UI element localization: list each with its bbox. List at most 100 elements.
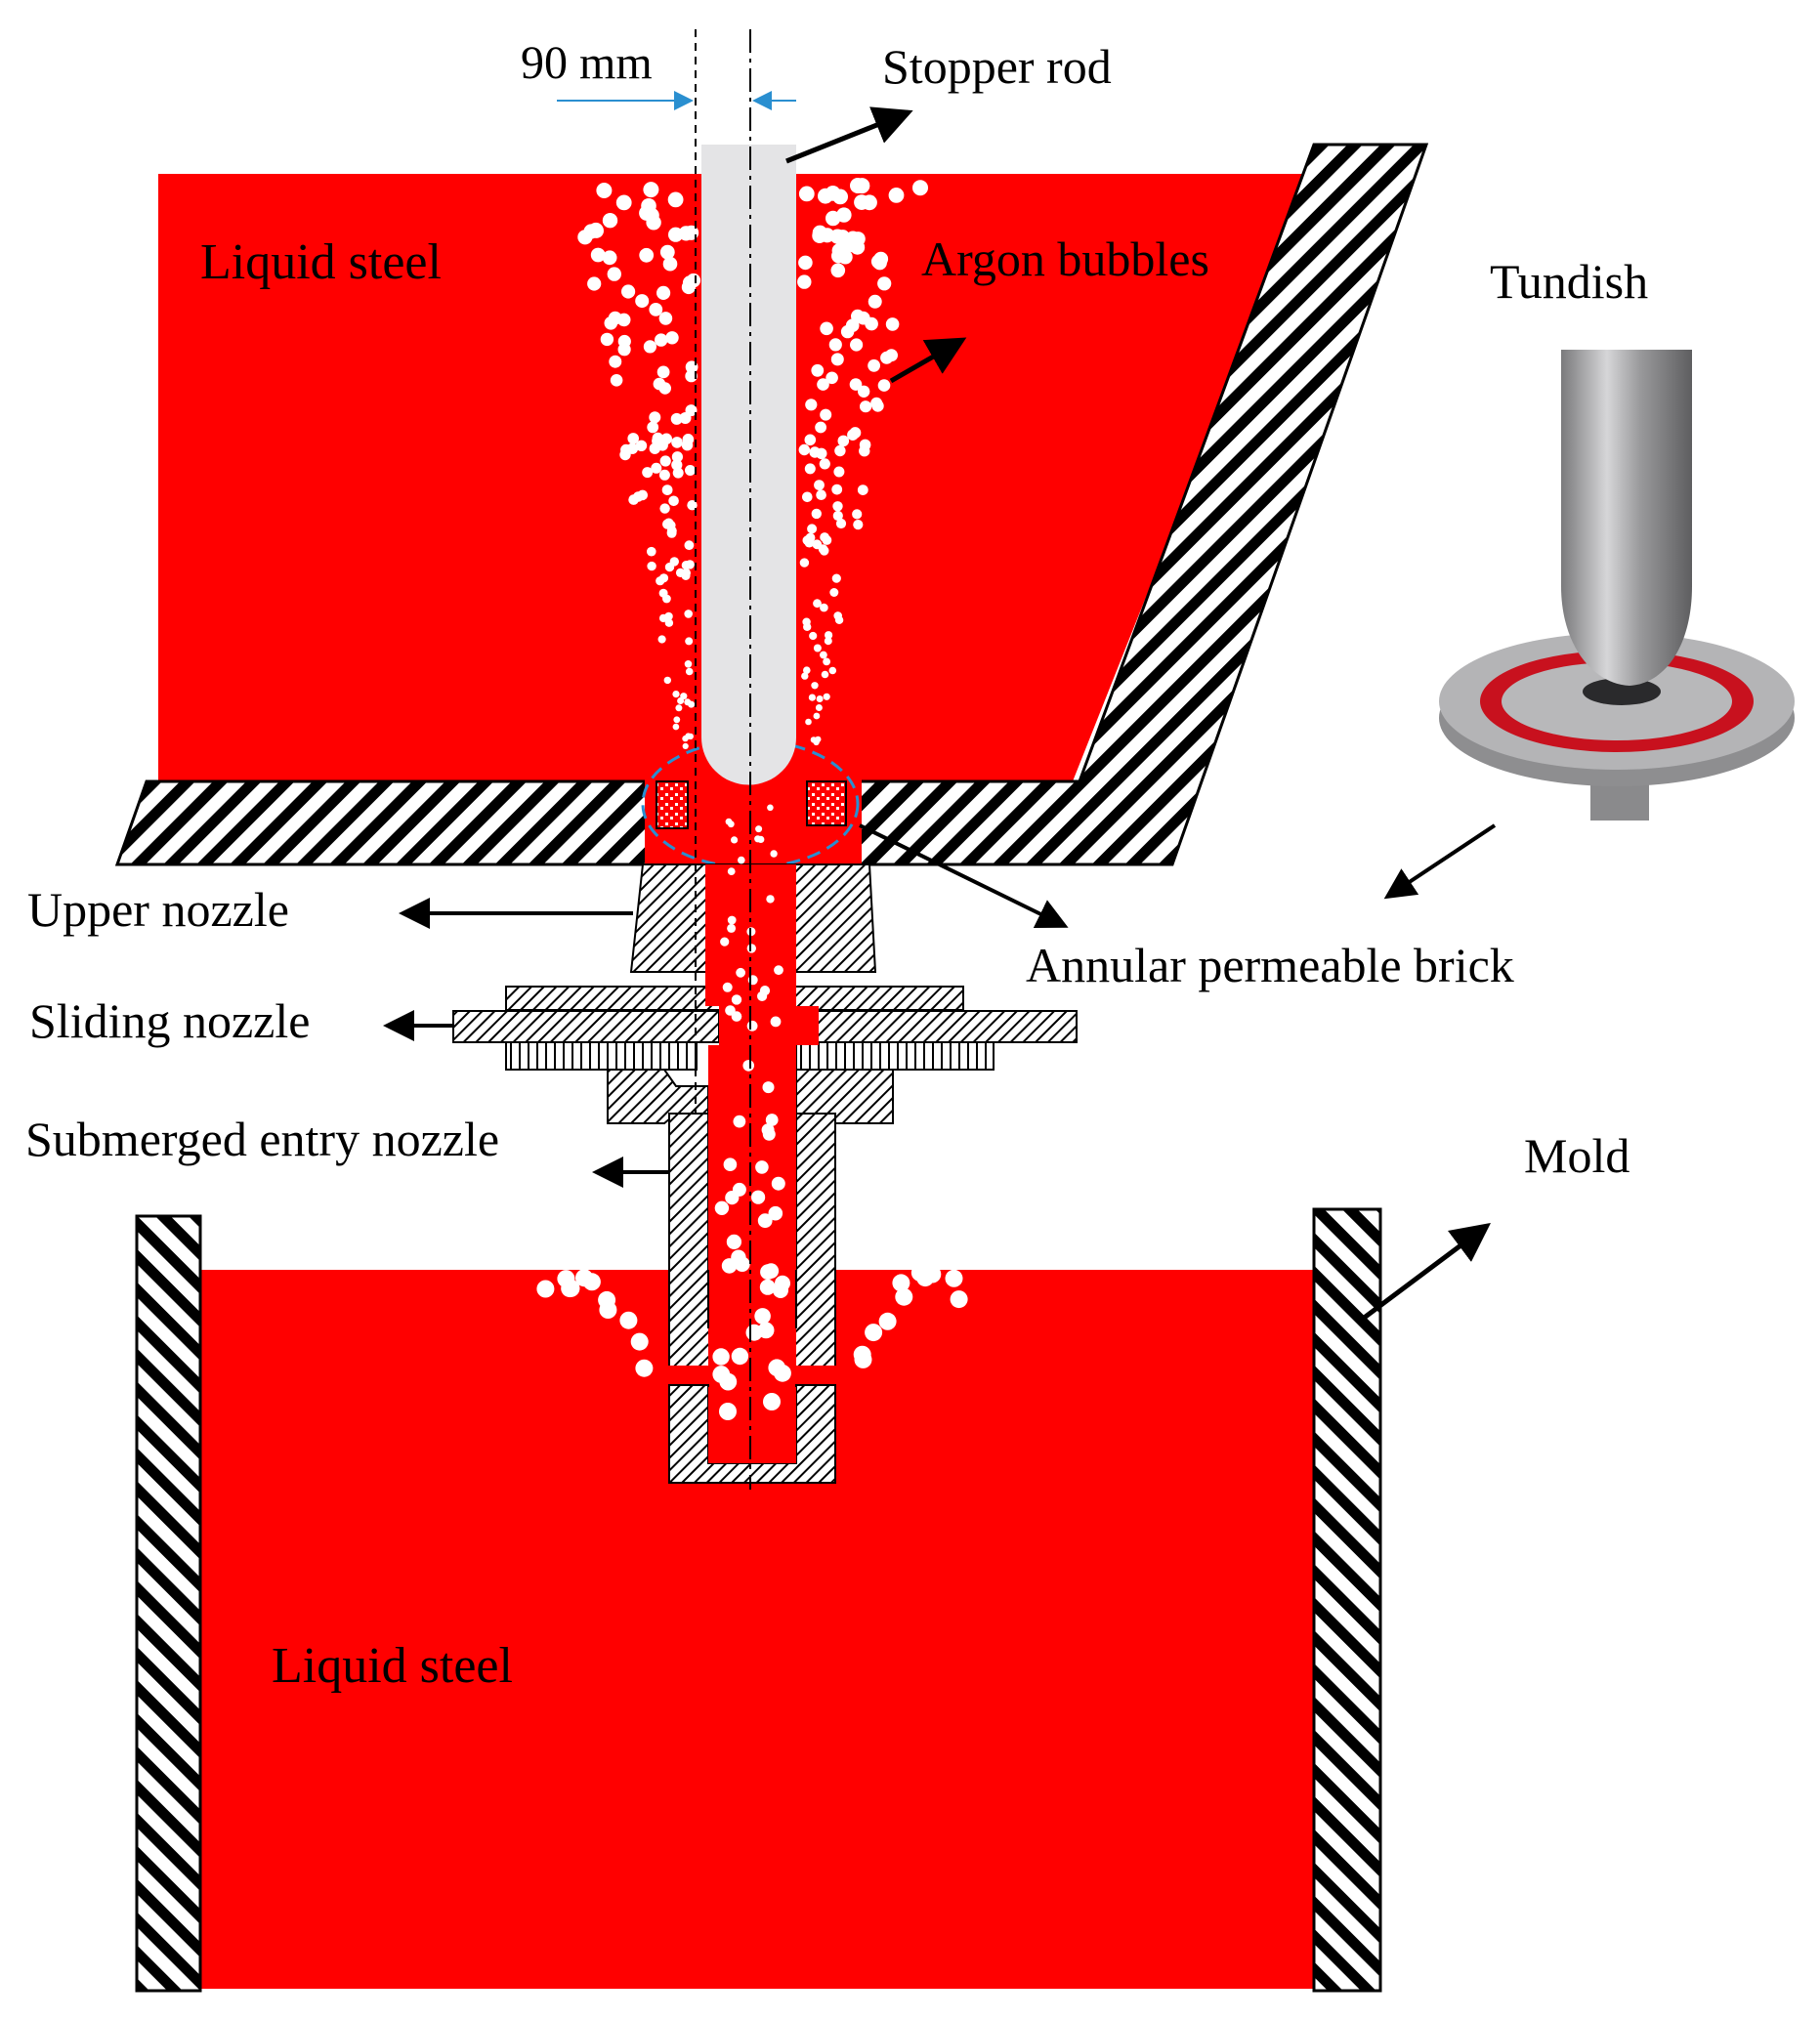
argon-bubble (731, 836, 739, 844)
argon-bubble (830, 353, 844, 366)
argon-bubble (635, 1359, 654, 1377)
sliding-nozzle-plate-lower (505, 1041, 698, 1071)
argon-bubble (850, 178, 866, 193)
argon-bubble (815, 704, 823, 711)
argon-bubble (619, 1311, 638, 1329)
argon-bubble (642, 467, 654, 479)
stopper-rod-body (701, 145, 796, 785)
argon-bubble (816, 447, 827, 459)
argon-bubble (668, 495, 679, 507)
argon-bubble (853, 1345, 871, 1364)
argon-bubble (664, 618, 674, 627)
argon-bubble (639, 247, 655, 263)
argon-bubble (820, 321, 833, 336)
argon-bubble (805, 718, 812, 726)
argon-bubble (675, 704, 683, 712)
argon-bubble (801, 672, 809, 680)
mold-liquid-steel (200, 1270, 1314, 1989)
argon-bubble (813, 712, 821, 720)
argon-bubble (820, 651, 827, 659)
argon-bubble (651, 462, 662, 474)
argon-bubble (656, 365, 670, 379)
argon-bubble (685, 465, 696, 476)
argon-bubble (770, 1016, 782, 1028)
sliding-nozzle-label: Sliding nozzle (29, 993, 310, 1048)
argon-bubble (557, 1270, 575, 1288)
argon-bubble (923, 1265, 942, 1284)
argon-bubble (860, 400, 872, 413)
argon-bubble (757, 835, 765, 844)
argon-bubble (862, 194, 877, 211)
argon-bubble (816, 695, 824, 702)
argon-bubble (822, 535, 832, 545)
argon-bubble (825, 371, 838, 385)
argon-bubble (687, 500, 698, 511)
argon-bubble (658, 312, 673, 325)
argon-bubble (727, 867, 736, 875)
argon-bubble (895, 1287, 913, 1306)
argon-bubble (818, 188, 833, 204)
argon-bubble (719, 1403, 737, 1420)
argon-bubble (662, 256, 678, 272)
argon-bubble (766, 895, 775, 904)
argon-bubble (762, 1081, 775, 1094)
argon-bubble (835, 518, 847, 529)
argon-bubble (577, 230, 593, 245)
argon-bubble (804, 463, 816, 475)
argon-bubble (725, 818, 733, 825)
argon-bubble (819, 546, 829, 556)
argon-bubble (723, 1157, 738, 1171)
argon-bubble (865, 1324, 883, 1342)
argon-bubble (825, 210, 841, 227)
argon-bubble (684, 540, 695, 551)
stopper-rod-arrow (785, 106, 913, 164)
argon-bubble (819, 458, 830, 470)
argon-bubble (837, 435, 850, 447)
argon-bubble (671, 437, 683, 448)
argon-bubble (859, 445, 870, 457)
argon-bubble (849, 378, 863, 391)
argon-bubble (813, 738, 820, 746)
argon-bubble (817, 378, 829, 391)
argon-bubble (868, 294, 882, 309)
argon-bubble (655, 333, 668, 347)
argon-bubble (853, 520, 864, 530)
argon-bubble (824, 637, 832, 646)
argon-bubble (643, 182, 659, 198)
argon-bubble (831, 573, 841, 583)
argon-bubble (823, 657, 830, 666)
argon-bubble (662, 594, 671, 604)
argon-bubble (685, 369, 698, 383)
argon-bubble (677, 697, 685, 704)
argon-bubble (673, 716, 681, 724)
annular-permeable-brick-right (806, 780, 847, 826)
argon-bubble (630, 1332, 649, 1351)
argon-bubble (858, 385, 870, 398)
argon-bubble (656, 285, 671, 300)
argon-bubble (596, 183, 613, 198)
argon-bubble (812, 225, 827, 240)
argon-bubble (647, 546, 656, 557)
argon-bubble (865, 316, 878, 331)
argon-bubble (945, 1269, 963, 1287)
argon-bubble (649, 411, 661, 424)
argon-bubble (721, 1258, 738, 1274)
argon-bubble (602, 213, 618, 229)
argon-bubble (659, 455, 671, 467)
argon-bubble (647, 421, 659, 434)
sliding-nozzle-plate-lower-right (795, 1041, 995, 1071)
argon-bubble (720, 937, 730, 947)
argon-bubble (830, 263, 846, 278)
argon-bubble (820, 603, 828, 612)
argon-bubble (885, 349, 898, 362)
argon-bubble (825, 631, 833, 640)
argon-bubble (653, 377, 666, 391)
argon-bubble (851, 309, 865, 323)
argon-bubble (656, 576, 665, 586)
argon-bubble (771, 1176, 785, 1191)
argon-bubble (814, 480, 825, 490)
argon-bubble (610, 374, 623, 387)
inset-hole (1583, 678, 1661, 705)
argon-bubbles-label: Argon bubbles (921, 231, 1209, 286)
argon-bubble (688, 700, 696, 708)
